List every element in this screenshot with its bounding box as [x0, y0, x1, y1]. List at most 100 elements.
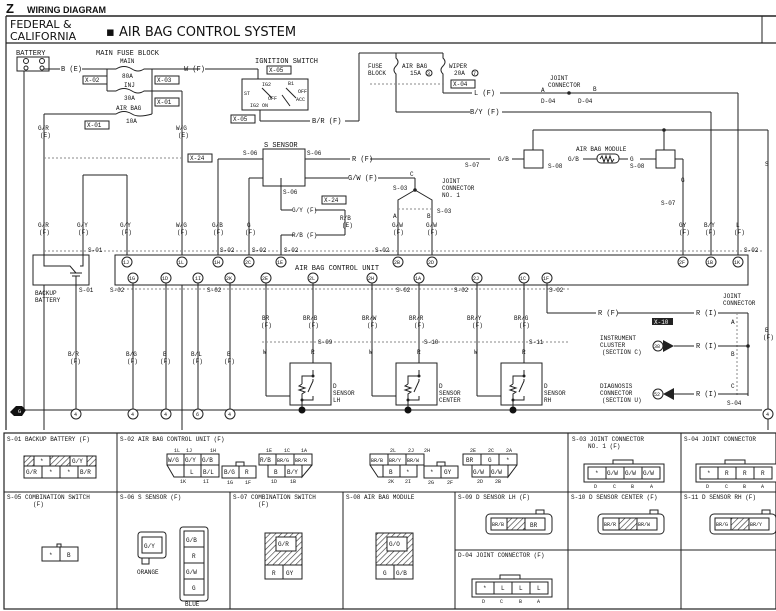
pin-cell: R	[245, 469, 249, 476]
connector-s08: G/O G G/B	[375, 532, 414, 580]
sensor-label: D	[439, 383, 443, 390]
pin-id: 1F	[543, 276, 549, 282]
pin-cell: *	[483, 585, 487, 592]
pin-id: 1K	[180, 479, 186, 485]
conn-label: S	[765, 161, 769, 168]
pin-id: C	[613, 484, 616, 490]
wire-color: BR/W	[362, 315, 377, 322]
pin-id: 1B	[290, 479, 296, 485]
pin-id: 2C	[488, 448, 494, 454]
conn-label: S-02	[549, 287, 564, 294]
wire-color: BR/G	[514, 315, 529, 322]
conn-x05	[266, 65, 292, 75]
wire-color: B/L	[191, 351, 202, 358]
fuse-rating: 20A	[454, 70, 465, 77]
pin-id: 2J	[473, 276, 479, 282]
pin-id: 2F	[679, 260, 685, 266]
connector-title: (F)	[258, 501, 269, 508]
switch-label: OFF	[268, 96, 277, 102]
fuse-airbag-15a	[393, 53, 399, 112]
pin-id: 2A	[506, 448, 512, 454]
switch-label: IG2	[262, 82, 271, 88]
pin-id: 1E	[277, 260, 283, 266]
wire-label: G	[681, 177, 685, 184]
section-ref: 52	[654, 392, 660, 398]
pin-id: 1J	[186, 448, 192, 454]
connector-title: S-08 AIR BAG MODULE	[346, 494, 415, 501]
fuse-airbag	[44, 111, 153, 117]
conn-label: S-02	[744, 247, 759, 254]
wire-loc: (F)	[224, 358, 235, 365]
wire-loc: (F)	[393, 229, 404, 236]
pin-id: B	[519, 599, 522, 605]
pin-id: D	[594, 484, 597, 490]
pin-cell: R	[192, 553, 196, 560]
pin-cell: R	[725, 470, 729, 477]
connector-title: S-03 JOINT CONNECTOR	[572, 436, 644, 443]
conn-label: S-02	[110, 287, 125, 294]
pin-id: 2J	[408, 448, 414, 454]
wire-label: R	[417, 349, 421, 356]
wire-color: G/W	[426, 222, 437, 229]
joint-connector-label: CONNECTOR	[723, 300, 756, 307]
joint-connector-label: NO. 1	[442, 192, 460, 199]
connector-title: S-04 JOINT CONNECTOR	[684, 436, 756, 443]
pin-cell: G	[192, 585, 196, 592]
system-title: ▪ AIR BAG CONTROL SYSTEM	[106, 25, 296, 40]
joint-connector-label: CONNECTOR	[442, 185, 475, 192]
pin-id: 1G	[227, 480, 233, 486]
pin-cell: R/B	[260, 457, 271, 464]
pin-id: D	[482, 599, 485, 605]
conn-label: S-03	[437, 208, 452, 215]
wire-label: R (I)	[696, 391, 717, 399]
wire-color: B/G	[126, 351, 137, 358]
pin-label: C	[731, 383, 735, 390]
pin-id: 2L	[309, 276, 315, 282]
wire-color: G/W	[392, 222, 403, 229]
connector-s11: BR/G BR/Y	[709, 509, 776, 535]
pin-id: 2H	[424, 448, 430, 454]
connector-s01: * G/Y G/R * * B/R	[23, 455, 97, 479]
switch-label: ACC	[296, 97, 305, 103]
wire-label: G/B	[498, 156, 509, 163]
color-label: BLUE	[185, 601, 200, 608]
wire-label: (E)	[178, 132, 189, 139]
connector-title: S-11 D SENSOR RH (F)	[684, 494, 756, 501]
pin-cell: G/B	[202, 457, 213, 464]
pin-cell: G	[383, 570, 387, 577]
pin-id: 2L	[390, 448, 396, 454]
pin-id: 1G	[129, 276, 135, 282]
wire-label: W	[263, 349, 267, 356]
wire-color: G/B	[212, 222, 223, 229]
pin-id: 1J	[123, 260, 129, 266]
fuse-name: WIPER	[449, 63, 467, 70]
pin-id: 1B	[707, 260, 713, 266]
fuse-airbag-rating: 10A	[126, 118, 137, 125]
pin-cell: G/R	[26, 469, 37, 476]
backup-battery-label: BATTERY	[35, 297, 61, 304]
pin-id: 2G	[428, 480, 434, 486]
joint-connector-label: JOINT	[550, 75, 568, 82]
pin-cell: G/R	[278, 541, 289, 548]
ground-point: 4	[131, 412, 134, 418]
pin-id: 1I	[195, 276, 201, 282]
ground-point: 4	[74, 412, 77, 418]
pin-cell: BR/R	[295, 458, 307, 464]
fuse-number: 3	[427, 71, 430, 77]
pin-id: 1C	[284, 448, 290, 454]
battery-icon	[16, 56, 50, 72]
pin-id: 1C	[520, 276, 526, 282]
fuse-rating: 15A	[410, 70, 421, 77]
wire-label: B (E)	[61, 66, 82, 74]
pin-label: C	[410, 171, 414, 178]
airbag-module-label: AIR BAG MODULE	[576, 146, 627, 153]
pin-cell: *	[595, 470, 599, 477]
pin-id: A	[650, 484, 653, 490]
pin-cell: B	[389, 469, 393, 476]
pin-cell: G/W	[625, 470, 636, 477]
wire-label: G	[630, 156, 634, 163]
pin-cell: G/B	[186, 537, 197, 544]
pin-id: 1A	[301, 448, 307, 454]
pin-id: 2B	[495, 479, 501, 485]
region-line2: CALIFORNIA	[10, 30, 77, 43]
